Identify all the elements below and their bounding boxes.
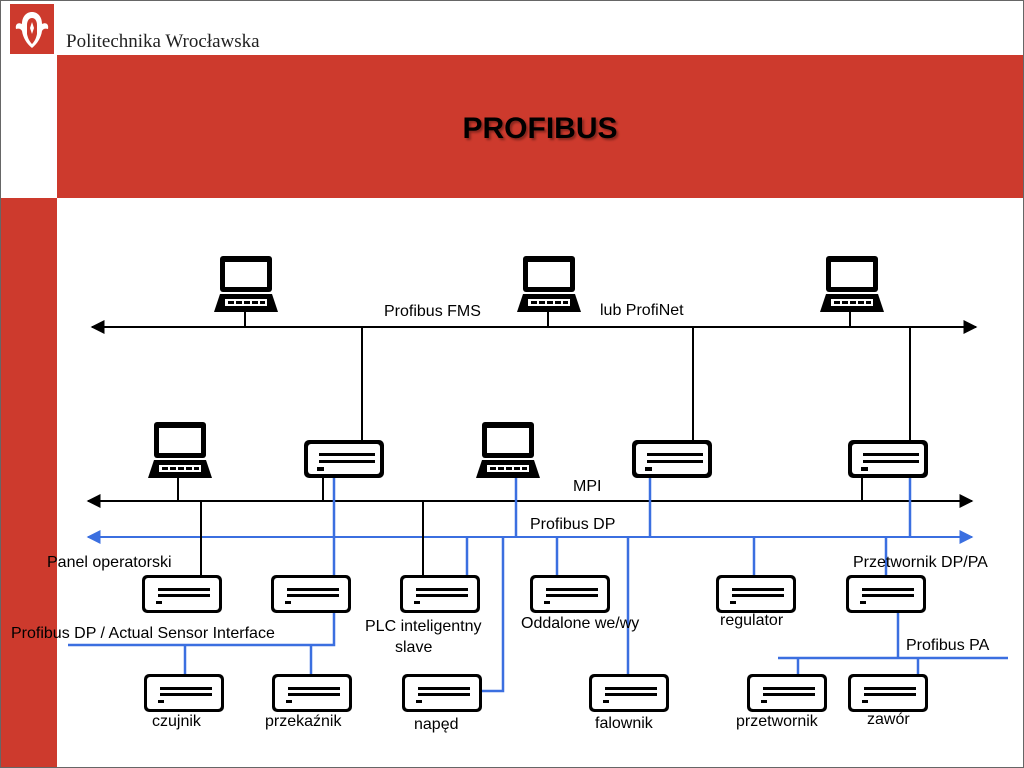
label-panel-operatorski: Panel operatorski: [47, 554, 172, 571]
workstation-pc-1: [214, 256, 278, 312]
label-czujnik: czujnik: [152, 713, 201, 730]
master-plc-1: [304, 440, 384, 478]
valve-device: [848, 674, 928, 712]
operator-pc-left: [148, 422, 212, 478]
label-profibus-dp: Profibus DP: [530, 516, 616, 533]
operator-pc-center: [476, 422, 540, 478]
label-naped: napęd: [414, 716, 459, 733]
label-przetwornik: przetwornik: [736, 713, 818, 730]
dp-pa-converter-device: [846, 575, 926, 613]
master-plc-3: [848, 440, 928, 478]
label-profibus-asi: Profibus DP / Actual Sensor Interface: [11, 625, 275, 642]
header-white-corner: [1, 55, 57, 198]
university-eagle-logo: [10, 4, 54, 54]
label-przetwornik-dppa: Przetwornik DP/PA: [853, 554, 988, 571]
label-profinet: lub ProfiNet: [600, 302, 684, 319]
master-plc-2: [632, 440, 712, 478]
regulator-device: [716, 575, 796, 613]
drive-device: [402, 674, 482, 712]
workstation-pc-2: [517, 256, 581, 312]
label-przekaznik: przekaźnik: [265, 713, 342, 730]
title-band: [57, 55, 1023, 198]
operator-panel-device: [142, 575, 222, 613]
left-red-strip: [1, 198, 57, 767]
label-plc-slave-1: PLC inteligentny: [365, 618, 482, 635]
inverter-device: [589, 674, 669, 712]
remote-io-device: [530, 575, 610, 613]
plc-slave-device: [400, 575, 480, 613]
label-falownik: falownik: [595, 715, 653, 732]
label-zawor: zawór: [867, 711, 910, 728]
transducer-device: [747, 674, 827, 712]
label-regulator: regulator: [720, 612, 784, 629]
asi-gateway-device: [271, 575, 351, 613]
sensor-device: [144, 674, 224, 712]
workstation-pc-3: [820, 256, 884, 312]
label-oddalone-io: Oddalone we/wy: [521, 615, 640, 632]
label-plc-slave-2: slave: [395, 639, 433, 656]
label-mpi: MPI: [573, 478, 602, 495]
slide-title: PROFIBUS: [462, 112, 618, 145]
label-profibus-pa: Profibus PA: [906, 637, 990, 654]
label-profibus-fms: Profibus FMS: [384, 303, 481, 320]
university-name: Politechnika Wrocławska: [66, 31, 260, 52]
relay-device: [272, 674, 352, 712]
